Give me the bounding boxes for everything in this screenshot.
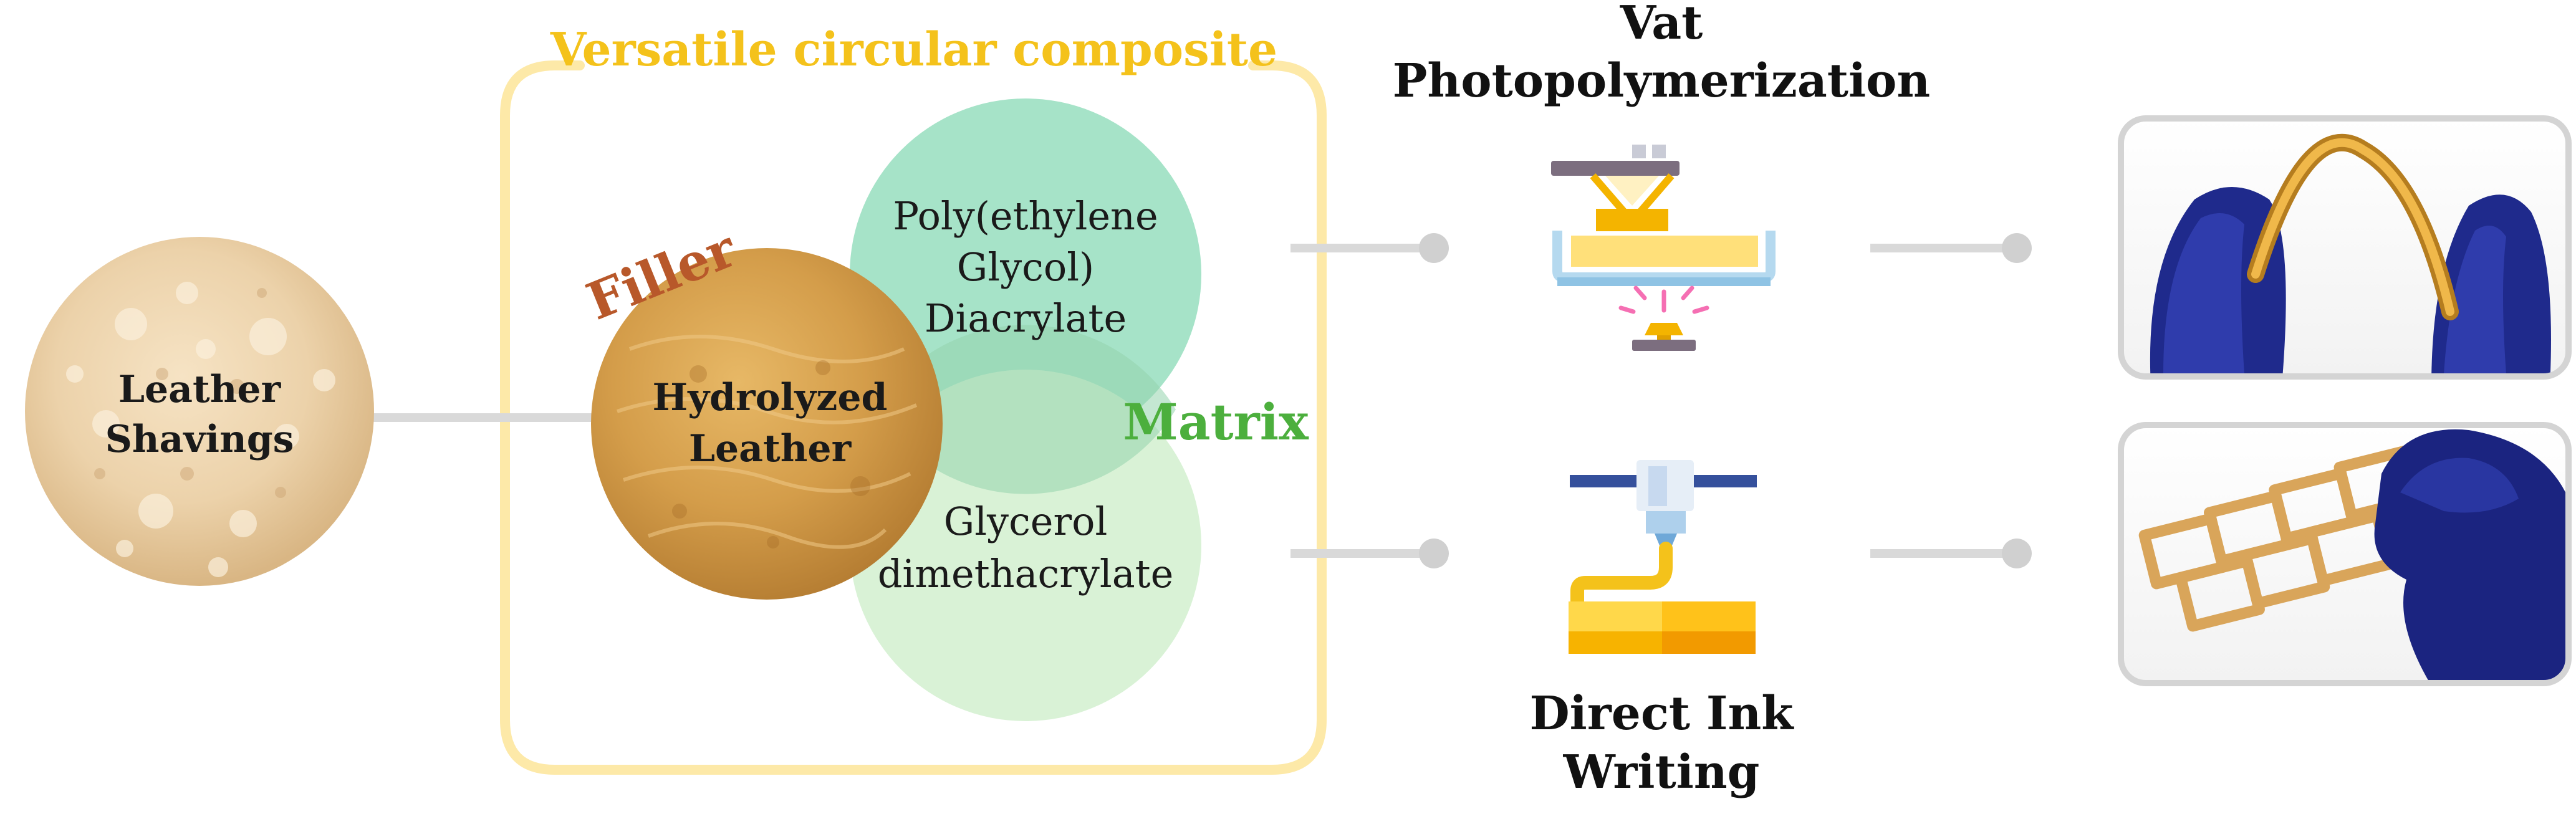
peg-label-line2: Glycol)	[957, 244, 1094, 290]
vat-title-line1: Vat	[1620, 0, 1703, 50]
matrix-label: Matrix	[1123, 393, 1309, 451]
vat-title-line2: Photopolymerization	[1393, 54, 1930, 108]
composite-title: Versatile circular composite	[550, 23, 1277, 77]
peg-label-line3: Diacrylate	[925, 295, 1127, 341]
diw-title-line1: Direct Ink	[1529, 687, 1794, 740]
leather-shavings-image	[25, 237, 374, 586]
hydrolyzed-leather-image	[591, 248, 943, 600]
connector-diw-to-result	[1870, 539, 2032, 568]
connector-composite-to-vat	[1290, 233, 1449, 263]
vat-photopolymerization-printer-icon	[1551, 145, 1776, 351]
composite-frame	[500, 60, 1327, 775]
bent-printed-strip-photo	[2118, 115, 2572, 380]
printed-lattice-photo	[2118, 422, 2572, 686]
connector-vat-to-result	[1870, 233, 2032, 263]
hydrolyzed-leather-label-line1: Hydrolyzed	[653, 376, 888, 419]
peg-label-line1: Poly(ethylene	[893, 193, 1158, 239]
glycerol-label-line1: Glycerol	[944, 499, 1108, 544]
hydrolyzed-leather-label-line2: Leather	[689, 427, 852, 471]
glycerol-label-line2: dimethacrylate	[878, 551, 1174, 596]
direct-ink-writing-printer-icon	[1569, 460, 1757, 654]
diw-title-line2: Writing	[1563, 745, 1760, 799]
leather-shavings-label-line2: Shavings	[105, 418, 294, 461]
leather-shavings-label-line1: Leather	[118, 368, 282, 411]
connector-composite-to-diw	[1290, 539, 1449, 568]
matrix-overlap	[875, 325, 1176, 494]
